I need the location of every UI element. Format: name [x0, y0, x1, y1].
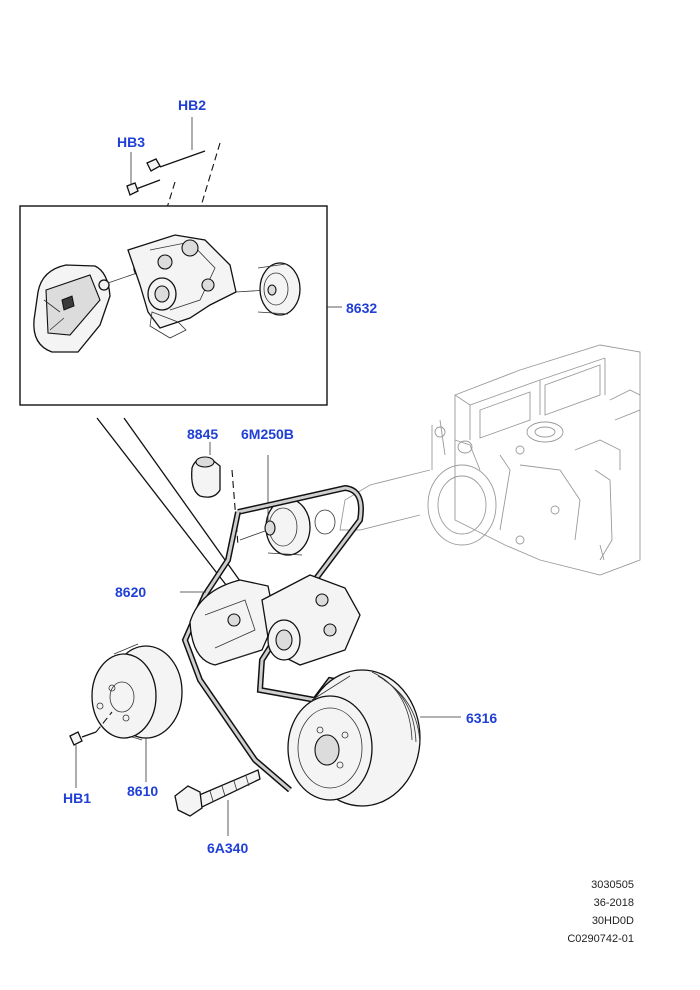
pulley-8610-drawing	[91, 643, 183, 782]
bolt-hb3-drawing	[126, 152, 161, 196]
reference-code-2: 36-2018	[593, 897, 634, 909]
callout-8620[interactable]: 8620	[115, 584, 147, 600]
bolt-hb1-drawing	[69, 711, 113, 788]
callout-8610[interactable]: 8610	[127, 783, 159, 799]
callout-8845[interactable]: 8845	[187, 426, 219, 442]
assembly-line-hb2	[185, 142, 221, 257]
reference-code-3: 30HD0D	[591, 915, 634, 927]
callout-8632[interactable]: 8632	[346, 300, 378, 316]
drive-belt-8620-drawing	[180, 484, 386, 793]
callout-6316[interactable]: 6316	[466, 710, 498, 726]
engine-block-drawing	[339, 344, 641, 576]
bolt-6a340-drawing	[174, 769, 261, 836]
idler-pulley-6m250b-drawing	[239, 455, 336, 556]
callout-hb2[interactable]: HB2	[178, 97, 207, 113]
tensioner-detail-box	[19, 205, 342, 406]
leader-detail-left	[96, 417, 231, 591]
callout-hb1[interactable]: HB1	[63, 790, 92, 806]
callout-6m250b[interactable]: 6M250B	[241, 426, 294, 442]
callout-6a340[interactable]: 6A340	[207, 840, 249, 856]
callout-hb3[interactable]: HB3	[117, 134, 146, 150]
cap-8845-drawing	[191, 442, 239, 546]
reference-code-1: 3030505	[591, 879, 634, 891]
tensioner-installed-drawing	[189, 574, 361, 666]
reference-code-4: C0290742-01	[567, 933, 634, 945]
bolt-hb2-drawing	[146, 117, 206, 172]
crankshaft-pulley-6316-drawing	[287, 669, 461, 807]
